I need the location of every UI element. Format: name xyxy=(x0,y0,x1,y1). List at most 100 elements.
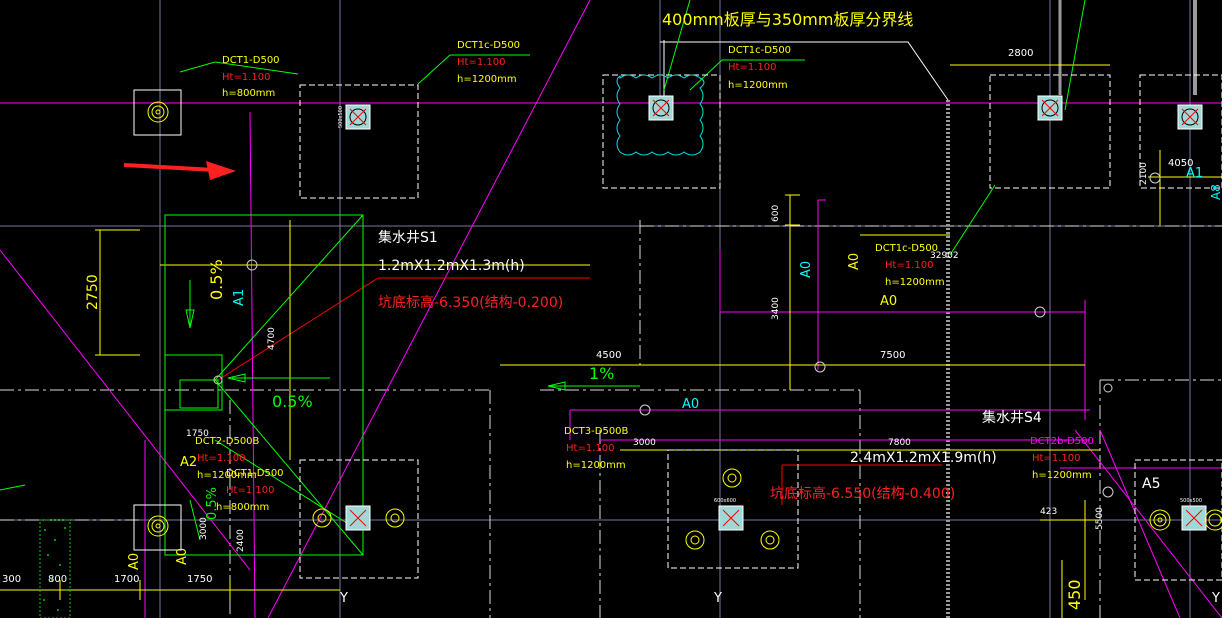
dim-text: 32902 xyxy=(930,251,959,261)
pile-round xyxy=(760,530,780,550)
dimension-lines xyxy=(0,64,1222,618)
zone-label: A8 xyxy=(1209,184,1222,200)
dim-text: 4050 xyxy=(1168,158,1193,169)
slope-label: 0.5% xyxy=(207,259,226,300)
pile-round xyxy=(1204,509,1222,531)
cap-ht: Ht=1.100 xyxy=(197,453,245,464)
dim-text: 1750 xyxy=(187,574,212,585)
slope-label: 0.5% xyxy=(272,392,313,411)
red-lines xyxy=(217,277,942,505)
sump-elevation: 坑底标高-6.350(结构-0.200) xyxy=(378,294,563,311)
zone-label: A1 xyxy=(1186,166,1203,181)
cap-ht: Ht=1.100 xyxy=(728,62,776,73)
dim-text: 300 xyxy=(2,574,21,585)
pile-square xyxy=(345,104,371,130)
cap-code: DCT2-D500B xyxy=(195,436,260,447)
pile-square xyxy=(1037,95,1063,121)
sump-wavy-outline xyxy=(616,74,705,156)
dim-text: 423 xyxy=(1040,507,1057,517)
pile-square xyxy=(718,505,744,531)
dim-text: 7500 xyxy=(880,350,905,361)
cap-ht: Ht=1.100 xyxy=(1032,453,1080,464)
cap-h: h=1200mm xyxy=(1032,470,1092,481)
cap-code: DCT3-D500B xyxy=(564,426,629,437)
cap-h: h=1200mm xyxy=(197,470,257,481)
dim-text: 2400 xyxy=(236,529,246,552)
sump-size: 1.2mX1.2mX1.3m(h) xyxy=(378,258,525,274)
zone-label: A0 xyxy=(880,294,897,309)
dim-text: 800 xyxy=(48,574,67,585)
pile-square xyxy=(648,95,674,121)
cap-code: DCT2b-D500 xyxy=(1030,436,1094,447)
sump-elevation: 坑底标高-6.550(结构-0.400) xyxy=(770,485,955,502)
plate-boundary-line xyxy=(660,41,949,101)
zone-label: A5 xyxy=(1142,476,1160,492)
pile-size-tag: 500x500 xyxy=(338,106,344,128)
cap-ht: Ht=1.100 xyxy=(457,57,505,68)
dim-text: 4700 xyxy=(267,327,277,350)
sump-name: 集水井S4 xyxy=(982,409,1042,426)
pile-square xyxy=(1181,505,1207,531)
cap-h: h=1200mm xyxy=(885,277,945,288)
dim-text: 5500 xyxy=(1095,507,1105,530)
cap-ht: Ht=1.100 xyxy=(885,260,933,271)
cap-code: DCT1-D500 xyxy=(222,55,280,66)
cap-h: h=1200mm xyxy=(457,74,517,85)
cap-h: h=1200mm xyxy=(566,460,626,471)
dim-text: 450 xyxy=(1065,579,1084,610)
annotations: 400mm板厚与350mm板厚分界线 DCT1-D500 Ht=1.100 h=… xyxy=(2,10,1222,610)
dim-text: 3400 xyxy=(771,297,781,320)
zone-label: A0 xyxy=(847,253,862,270)
dim-text: 2750 xyxy=(85,274,101,310)
zone-label: A0 xyxy=(127,553,142,570)
pile-round xyxy=(385,508,405,528)
pile-square xyxy=(345,505,371,531)
slope-label: 1% xyxy=(589,364,614,383)
pile-round xyxy=(312,508,332,528)
red-pointer-arrow xyxy=(123,161,236,180)
cap-code: DCT1c-D500 xyxy=(728,45,791,56)
cap-h: h=1200mm xyxy=(728,80,788,91)
dim-text: 2100 xyxy=(1139,162,1149,185)
sump-name: 集水井S1 xyxy=(378,229,438,246)
zone-label: A2 xyxy=(180,455,197,470)
pile-size-tag: 500x500 xyxy=(1180,498,1202,504)
pile-round xyxy=(147,515,169,537)
plate-note: 400mm板厚与350mm板厚分界线 xyxy=(662,10,913,29)
grid-markers xyxy=(213,172,1161,498)
dim-text: 1750 xyxy=(186,429,209,439)
pile-round xyxy=(1149,509,1171,531)
axis-label: Y xyxy=(339,591,348,606)
cap-code: DCT1c-D500 xyxy=(875,243,938,254)
small-cap-boxes xyxy=(133,89,182,551)
dim-text: 1700 xyxy=(114,574,139,585)
cap-ht: Ht=1.100 xyxy=(566,443,614,454)
axis-label: Y xyxy=(713,591,722,606)
pile-round xyxy=(147,101,169,123)
dim-text: 7800 xyxy=(888,438,911,448)
cap-h: h=800mm xyxy=(222,88,275,99)
cap-code: DCT1-D500 xyxy=(226,468,284,479)
zone-label: A0 xyxy=(175,548,190,565)
axis-label: Y xyxy=(1211,591,1220,606)
slope-label: 0.5% xyxy=(205,487,220,520)
pile-square xyxy=(1177,104,1203,130)
sump-size: 2.4mX1.2mX1.9m(h) xyxy=(850,450,997,466)
cap-ht: Ht=1.100 xyxy=(222,72,270,83)
pile-round xyxy=(685,530,705,550)
cap-h: h=800mm xyxy=(216,502,269,513)
dim-text: 2800 xyxy=(1008,48,1033,59)
pile-size-tag: 600x600 xyxy=(714,498,736,504)
cap-ht: Ht=1.100 xyxy=(226,485,274,496)
zone-label: A1 xyxy=(232,289,247,306)
slope-arrows xyxy=(185,280,640,541)
dim-text: 600 xyxy=(771,205,781,222)
cap-code: DCT1c-D500 xyxy=(457,40,520,51)
green-hatch xyxy=(39,519,71,618)
dim-text: 3000 xyxy=(633,438,656,448)
pile-symbols xyxy=(147,95,1222,550)
zone-label: A0 xyxy=(799,261,814,278)
